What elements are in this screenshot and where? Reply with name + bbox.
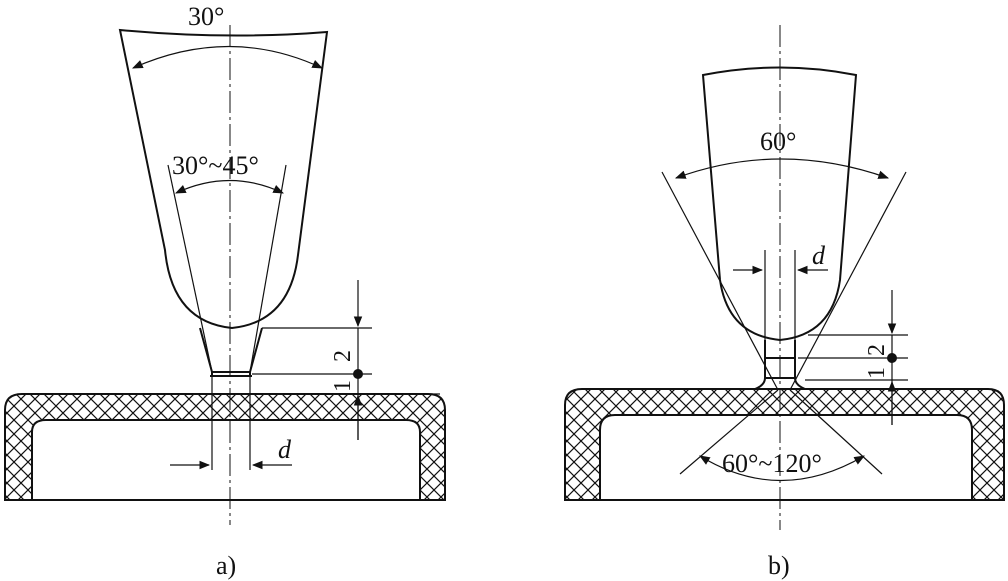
dim-d-label-b: d bbox=[812, 241, 826, 270]
figure-b: 60° d 60°~120° 2 1 b) bbox=[564, 25, 1005, 580]
dimension-point-a bbox=[353, 369, 363, 379]
bottom-angle-label-b: 60°~120° bbox=[722, 449, 822, 478]
workpiece-a bbox=[4, 393, 446, 501]
caption-a: a) bbox=[216, 551, 236, 580]
tool-angle-label-b: 60° bbox=[760, 127, 796, 156]
dim-upper-label-b: 2 bbox=[864, 344, 890, 356]
dim-lower-label-b: 1 bbox=[864, 367, 890, 379]
cone-angle-label-a: 30°~45° bbox=[172, 151, 259, 180]
tool-a bbox=[118, 28, 329, 330]
dimension-point-b bbox=[887, 353, 897, 363]
dim-d-label-a: d bbox=[278, 435, 292, 464]
dim-lower-label-a: 1 bbox=[330, 380, 356, 392]
workpiece-b bbox=[564, 388, 1005, 501]
tool-angle-label-a: 30° bbox=[188, 2, 224, 31]
figure-a: 30° 30°~45° d 2 1 a) bbox=[4, 2, 446, 580]
dim-upper-label-a: 2 bbox=[330, 350, 356, 362]
caption-b: b) bbox=[768, 551, 790, 580]
